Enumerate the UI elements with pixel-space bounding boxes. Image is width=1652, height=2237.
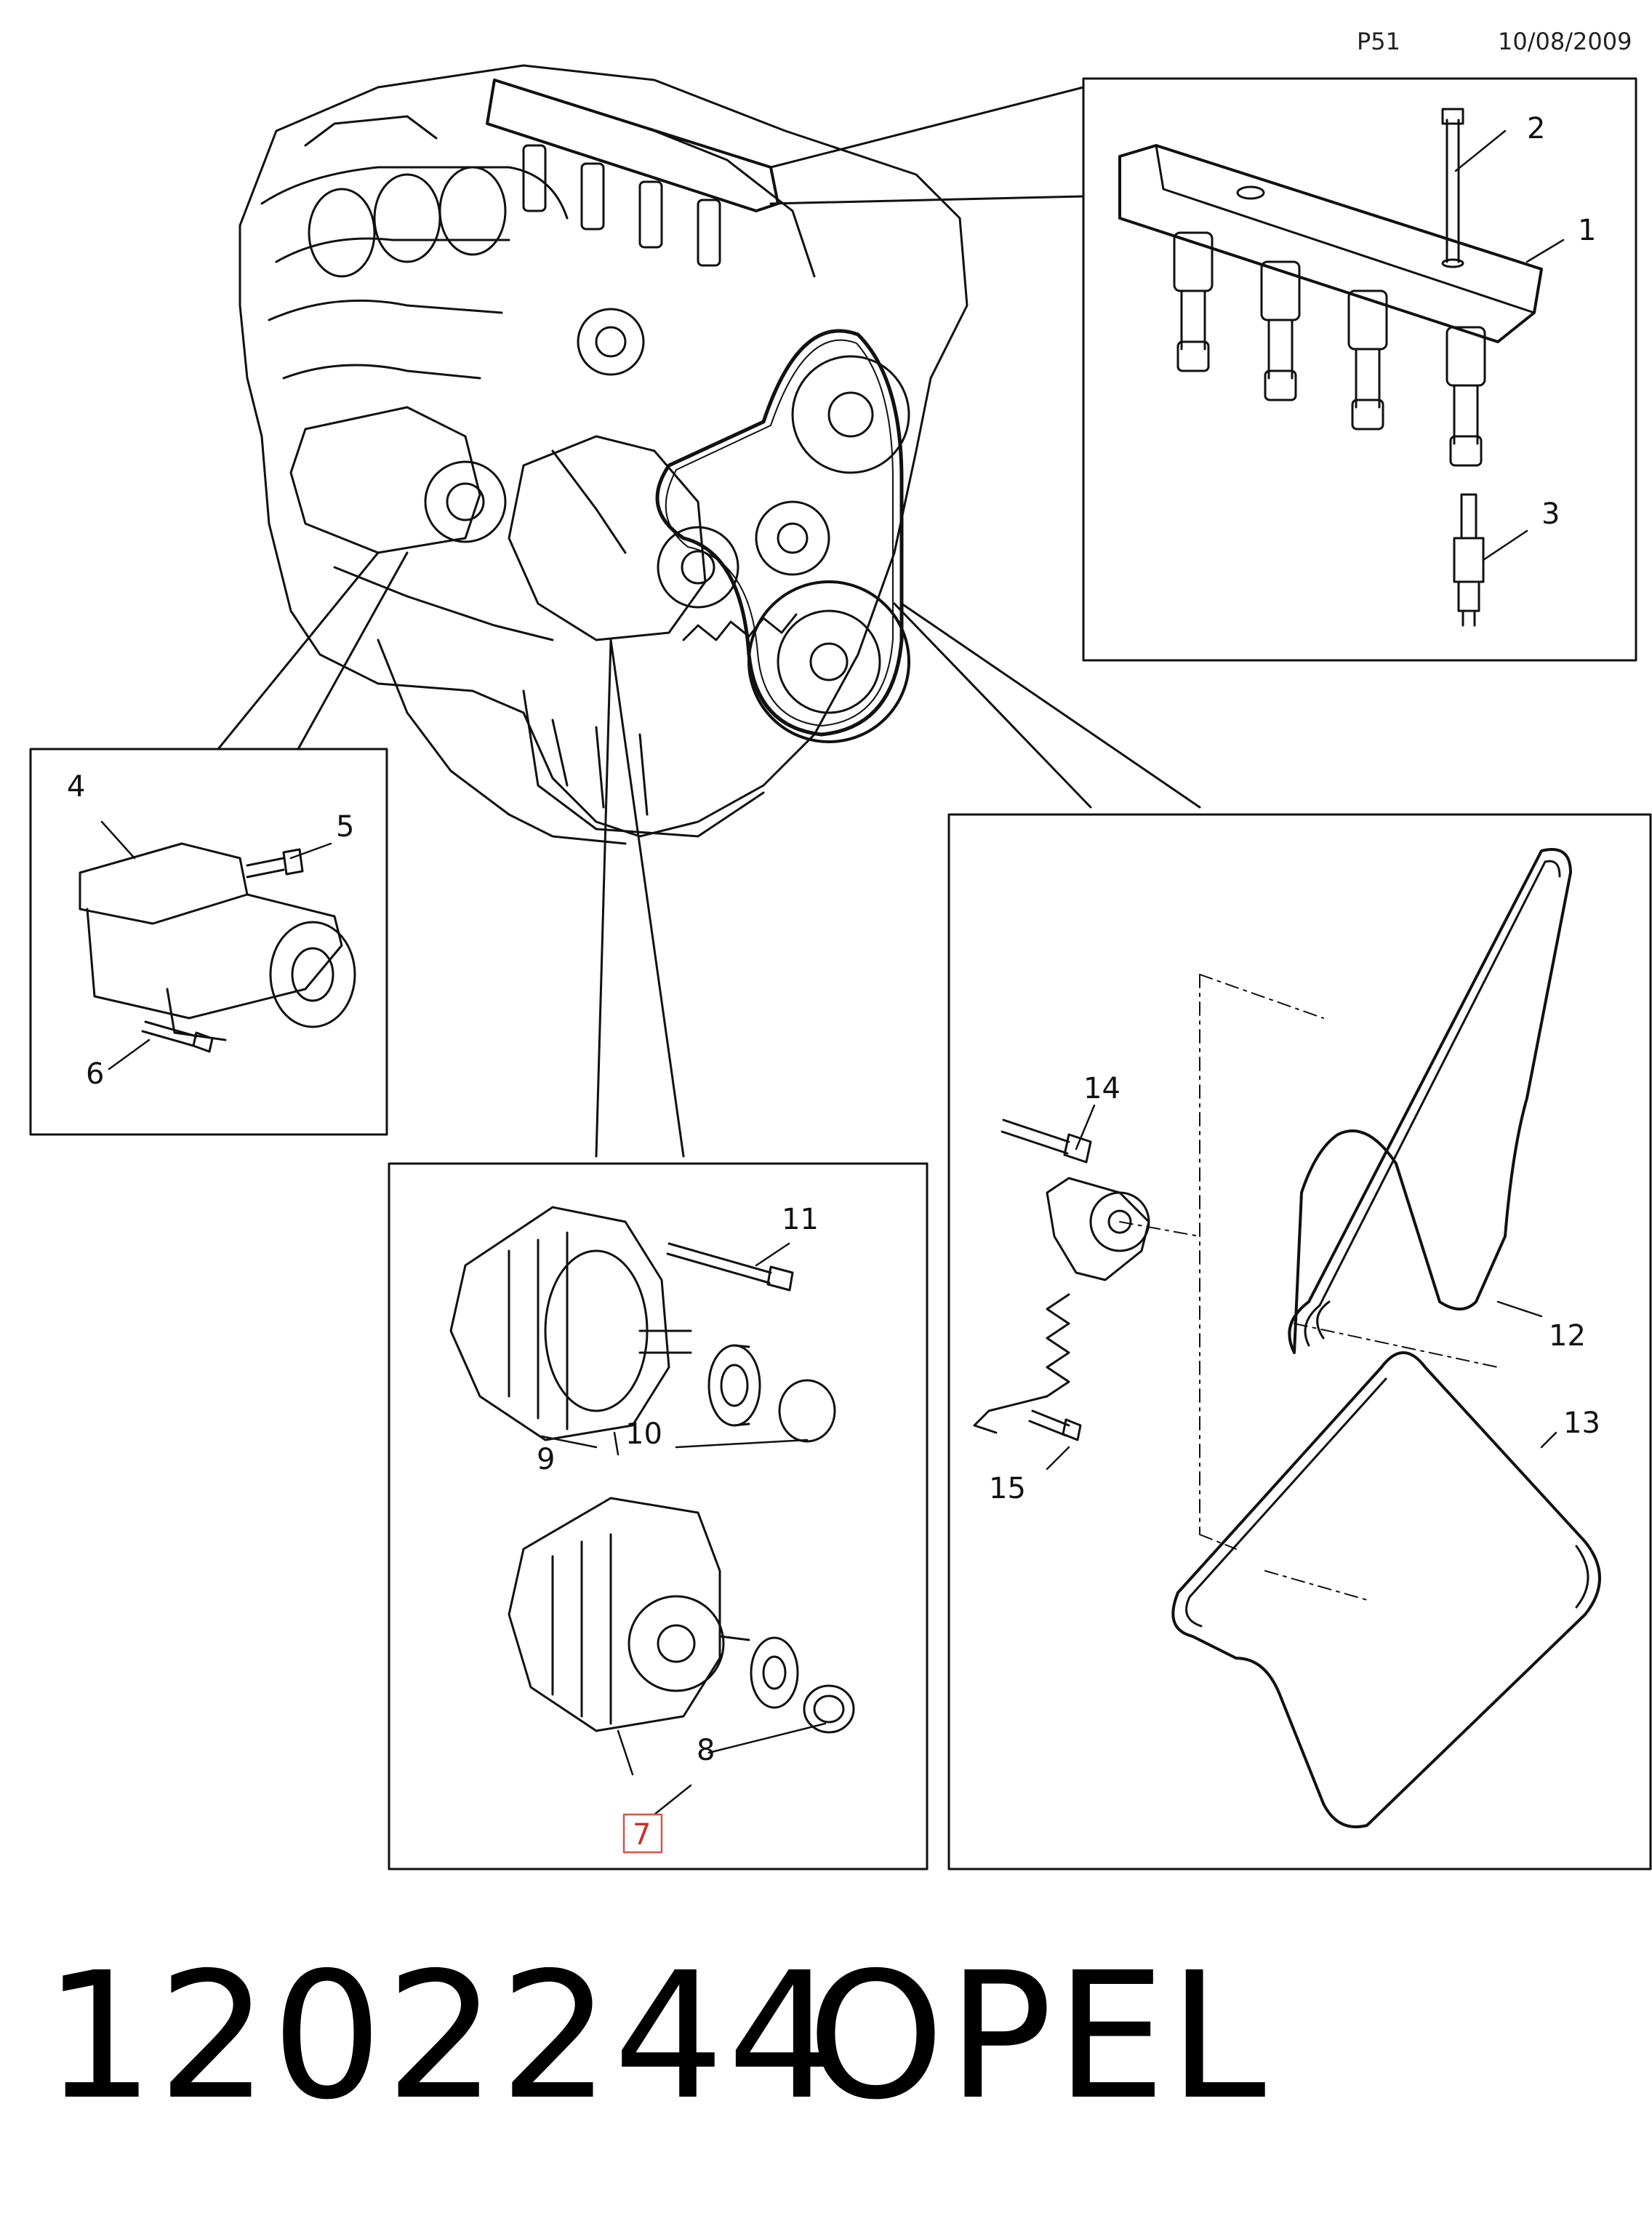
tensioner-illustration — [973, 1118, 1150, 1441]
callout-3: 3 — [1541, 497, 1560, 531]
callout-8: 8 — [697, 1734, 715, 1767]
callout-6: 6 — [86, 1057, 104, 1091]
alternator-detail-box — [388, 1162, 929, 1870]
drive-belt-12-illustration — [1288, 848, 1572, 1354]
callout-4: 4 — [67, 770, 85, 804]
leader-lines — [217, 86, 1201, 1158]
callout-14: 14 — [1083, 1072, 1120, 1105]
alternator-illustration-upper — [449, 1206, 836, 1443]
ignition-coil-illustration — [1118, 108, 1543, 627]
part-number: 1202244 — [44, 1934, 841, 2138]
callout-5: 5 — [336, 810, 354, 844]
highlighted-callout-box — [622, 1813, 663, 1854]
engine-assembly-illustration — [238, 64, 969, 845]
callout-2: 2 — [1527, 112, 1545, 145]
callout-13: 13 — [1563, 1406, 1600, 1440]
callout-1: 1 — [1578, 214, 1596, 247]
callout-9: 9 — [537, 1443, 555, 1476]
starter-illustration — [79, 842, 356, 1053]
callout-15: 15 — [989, 1472, 1026, 1505]
drive-belt-13-illustration — [1171, 1351, 1601, 1828]
page-number: P51 — [1357, 28, 1401, 55]
alternator-illustration-lower — [508, 1497, 855, 1734]
ignition-coil-detail-box — [1082, 77, 1637, 662]
belt-tensioner-detail-box — [947, 813, 1652, 1870]
callout-11: 11 — [782, 1203, 819, 1236]
callout-10: 10 — [625, 1417, 662, 1451]
diagram-date: 10/08/2009 — [1498, 28, 1632, 55]
callout-12: 12 — [1549, 1319, 1586, 1353]
callout-7: 7 — [633, 1818, 651, 1852]
brand-name: OPEL — [807, 1934, 1269, 2138]
starter-detail-box — [29, 748, 388, 1136]
